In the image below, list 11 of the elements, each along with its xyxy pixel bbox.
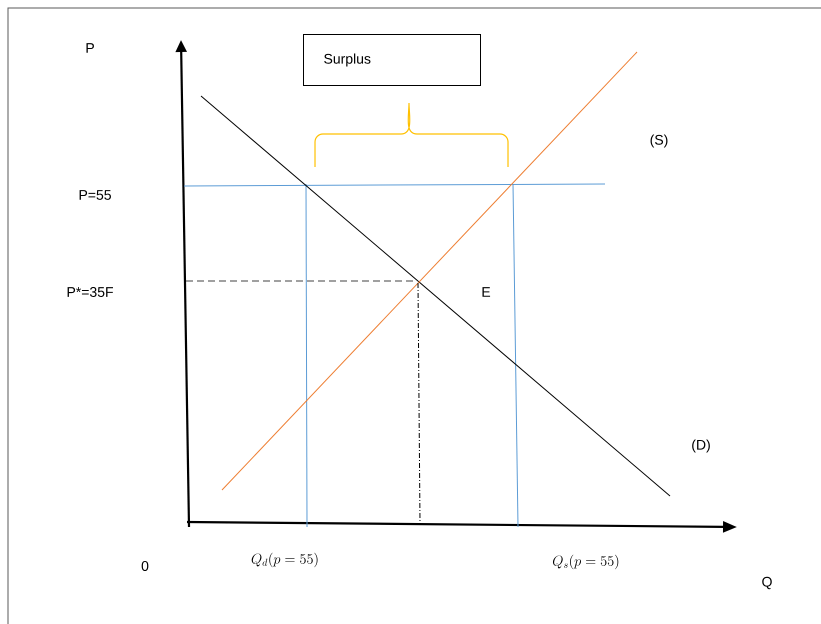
axis-label: P [86, 43, 94, 53]
label-box: Surplus [303, 34, 481, 86]
curve-label: (D) [692, 439, 710, 453]
point-label: E [482, 287, 490, 297]
price-label: P*=35F [68, 287, 113, 297]
curve-label: (S) [650, 134, 668, 148]
quantity-formula: $Q_s(p = 55)$ [552, 554, 618, 570]
quantity-formula: $Q_d(p = 55)$ [252, 552, 318, 568]
price-label: P=55 [80, 190, 111, 200]
origin-label: 0 [142, 561, 148, 571]
axis-label: Q [762, 576, 772, 590]
